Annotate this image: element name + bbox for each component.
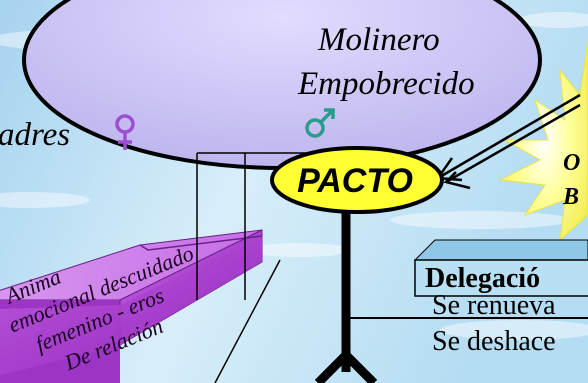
renueva-label: Se renueva: [432, 290, 556, 321]
molinero-label-line2: Empobrecido: [297, 66, 475, 102]
pacto-ellipse: [270, 146, 444, 214]
delegacion-label: Delegació: [425, 263, 540, 294]
male-symbol-icon: [305, 108, 335, 138]
starburst: [498, 39, 588, 242]
delegacion-box: [413, 239, 588, 297]
diagonal-connector: [214, 259, 281, 383]
star-label-line2: B: [562, 184, 579, 210]
pacto-fork: [314, 348, 378, 383]
molinero-label-line1: Molinero: [317, 22, 440, 58]
pacto-label: PACTO: [297, 162, 413, 200]
star-label-line1: O: [563, 150, 580, 176]
female-symbol-icon: [115, 114, 135, 150]
padres-label: adres: [0, 117, 70, 153]
deshace-label: Se deshace: [432, 326, 556, 357]
